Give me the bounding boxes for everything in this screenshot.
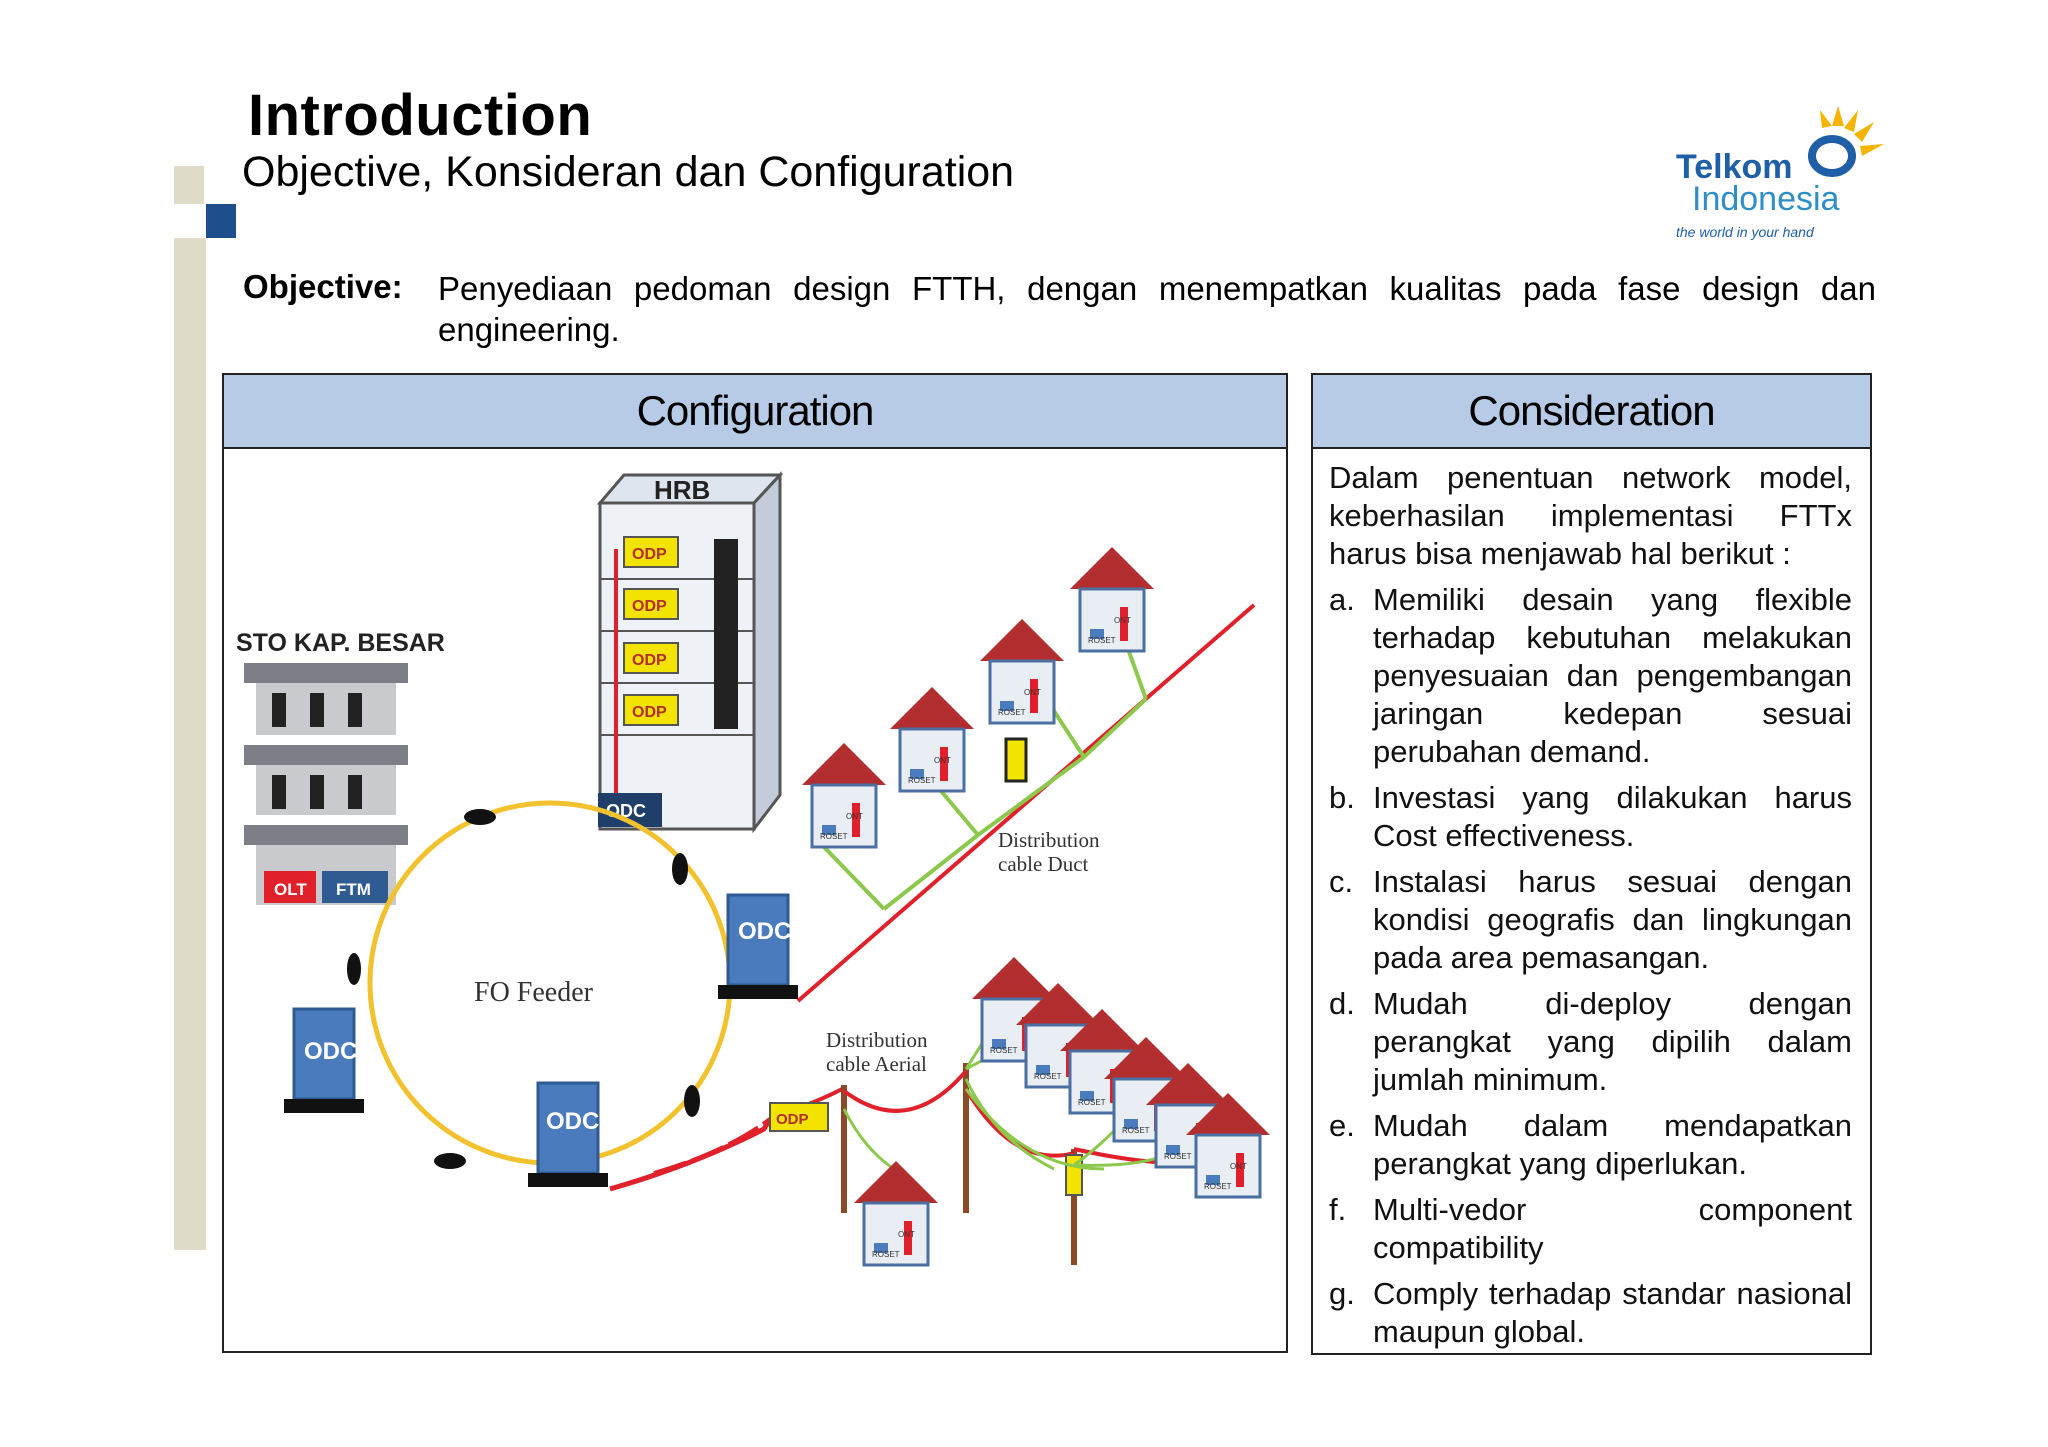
- objective-text: Penyediaan pedoman design FTTH, dengan m…: [438, 270, 1876, 348]
- roset-label: ROSET: [1122, 1126, 1150, 1135]
- telkom-logo: Telkom Indonesia the world in your hand: [1672, 104, 1894, 244]
- fo-feeder-label: FO Feeder: [474, 977, 594, 1008]
- roset-label: ROSET: [1164, 1152, 1192, 1161]
- odc-cabinet: ODC: [716, 893, 800, 1001]
- list-item-text: Instalasi harus sesuai dengan kondisi ge…: [1373, 864, 1852, 975]
- logo-word-telkom: Telkom: [1676, 148, 1793, 186]
- house-ont: ONT ROSET: [978, 617, 1066, 725]
- objective-label: Objective:: [243, 268, 403, 305]
- roset-label: ROSET: [990, 1046, 1018, 1055]
- roset-label: ROSET: [1078, 1098, 1106, 1107]
- house-ont: ONT ROSET: [852, 1159, 940, 1267]
- odp-label: ODP: [632, 598, 667, 615]
- decor-square-blue: [206, 204, 236, 238]
- ont-label: ONT: [1230, 1162, 1247, 1171]
- list-item: b. Investasi yang dilakukan harus Cost ef…: [1329, 779, 1852, 855]
- list-item-marker: e.: [1329, 1108, 1355, 1143]
- list-item-text: Mudah dalam mendapatkan perangkat yang d…: [1373, 1108, 1852, 1181]
- list-item-text: Comply terhadap standar nasional maupun …: [1373, 1276, 1852, 1349]
- olt-label: OLT: [274, 880, 307, 899]
- roset-label: ROSET: [1034, 1072, 1062, 1081]
- page-subtitle: Objective, Konsideran dan Configuration: [242, 148, 1015, 196]
- page-title: Introduction: [248, 83, 593, 148]
- hrb-building: HRB ODP ODP ODP ODP ODC: [596, 471, 784, 834]
- configuration-header: Configuration: [224, 375, 1286, 449]
- house-ont: ONT ROSET: [1184, 1091, 1272, 1199]
- sto-label: STO KAP. BESAR: [236, 629, 445, 657]
- list-item: d. Mudah di-deploy dengan perangkat yang …: [1329, 985, 1852, 1099]
- dist-duct-label-2: cable Duct: [998, 852, 1089, 876]
- odp-label: ODP: [776, 1111, 809, 1128]
- distribution-cable-aerial: ODP Distribution cable Aerial: [609, 988, 1215, 1265]
- roset-label: ROSET: [1204, 1182, 1232, 1191]
- logo-word-indonesia: Indonesia: [1692, 180, 1840, 218]
- ftm-label: FTM: [336, 880, 371, 899]
- odp-label: ODP: [632, 546, 667, 563]
- list-item-marker: f.: [1329, 1192, 1347, 1227]
- list-item-text: Memiliki desain yang flexible terhadap k…: [1373, 582, 1852, 769]
- list-item-text: Mudah di-deploy dengan perangkat yang di…: [1373, 986, 1852, 1097]
- list-item-text: Investasi yang dilakukan harus Cost effe…: [1373, 780, 1852, 853]
- distribution-cable-duct: Distribution cable Duct: [796, 603, 1256, 1003]
- list-item-text: Multi-vedor component compatibility: [1373, 1192, 1852, 1265]
- list-item: a. Memiliki desain yang flexible terhadap…: [1329, 581, 1852, 771]
- list-item-marker: g.: [1329, 1276, 1355, 1311]
- sto-building: STO KAP. BESAR OLT FTM: [236, 629, 445, 905]
- consideration-panel: Consideration Dalam penentuan network mo…: [1311, 373, 1872, 1355]
- house-ont: ROSET: [1058, 1007, 1146, 1115]
- ont-label: ONT: [934, 756, 951, 765]
- house-ont: ONT ROSET: [800, 741, 888, 849]
- house-ont: ONT ROSET: [888, 685, 976, 793]
- decor-square-beige: [174, 166, 204, 204]
- ont-label: ONT: [1024, 688, 1041, 697]
- house-ont: ROSET: [1102, 1035, 1190, 1143]
- logo-tagline: the world in your hand: [1676, 224, 1814, 240]
- dist-aerial-label-2: cable Aerial: [826, 1052, 927, 1076]
- house-ont: ONT ROSET: [1068, 545, 1156, 653]
- configuration-panel: Configuration STO KAP. BESAR: [222, 373, 1288, 1353]
- sun-logo-icon: [1808, 106, 1884, 177]
- ont-label: ONT: [1114, 616, 1131, 625]
- dist-duct-label-1: Distribution: [998, 828, 1100, 852]
- house-ont: ROSET: [1144, 1061, 1232, 1169]
- ont-label: ONT: [846, 812, 863, 821]
- odp-label: ODP: [632, 704, 667, 721]
- odc-label: ODC: [304, 1038, 357, 1065]
- house-ont: ROSET: [1014, 981, 1102, 1089]
- roset-label: ROSET: [872, 1250, 900, 1259]
- list-item-marker: d.: [1329, 986, 1355, 1021]
- roset-label: ROSET: [908, 776, 936, 785]
- list-item-marker: c.: [1329, 864, 1354, 899]
- list-item: f. Multi-vedor component compatibility: [1329, 1191, 1852, 1267]
- house-ont: ROSET: [970, 955, 1058, 1063]
- list-item: c. Instalasi harus sesuai dengan kondisi …: [1329, 863, 1852, 977]
- consideration-header: Consideration: [1313, 375, 1870, 449]
- ftth-network-diagram: STO KAP. BESAR OLT FTM HRB: [236, 471, 1272, 1267]
- list-item-marker: b.: [1329, 780, 1355, 815]
- consideration-list: a. Memiliki desain yang flexible terhadap…: [1329, 581, 1852, 1351]
- list-item: g. Comply terhadap standar nasional maupu…: [1329, 1275, 1852, 1351]
- odc-cabinet: ODC: [526, 1081, 610, 1189]
- hrb-label: HRB: [654, 475, 710, 505]
- odc-label: ODC: [546, 1108, 599, 1135]
- roset-label: ROSET: [820, 832, 848, 841]
- odp-label: ODP: [632, 652, 667, 669]
- list-item-marker: a.: [1329, 582, 1355, 617]
- consideration-intro: Dalam penentuan network model, keberhasi…: [1329, 460, 1852, 571]
- roset-label: ROSET: [1088, 636, 1116, 645]
- consideration-body: Dalam penentuan network model, keberhasi…: [1313, 449, 1870, 1351]
- list-item: e. Mudah dalam mendapatkan perangkat yang…: [1329, 1107, 1852, 1183]
- dist-aerial-label-1: Distribution: [826, 1028, 928, 1052]
- odc-cabinet: ODC: [282, 1007, 366, 1115]
- ont-label: ONT: [898, 1230, 915, 1239]
- decor-sidebar-bar: [174, 238, 206, 1250]
- odc-label: ODC: [738, 918, 791, 945]
- roset-label: ROSET: [998, 708, 1026, 717]
